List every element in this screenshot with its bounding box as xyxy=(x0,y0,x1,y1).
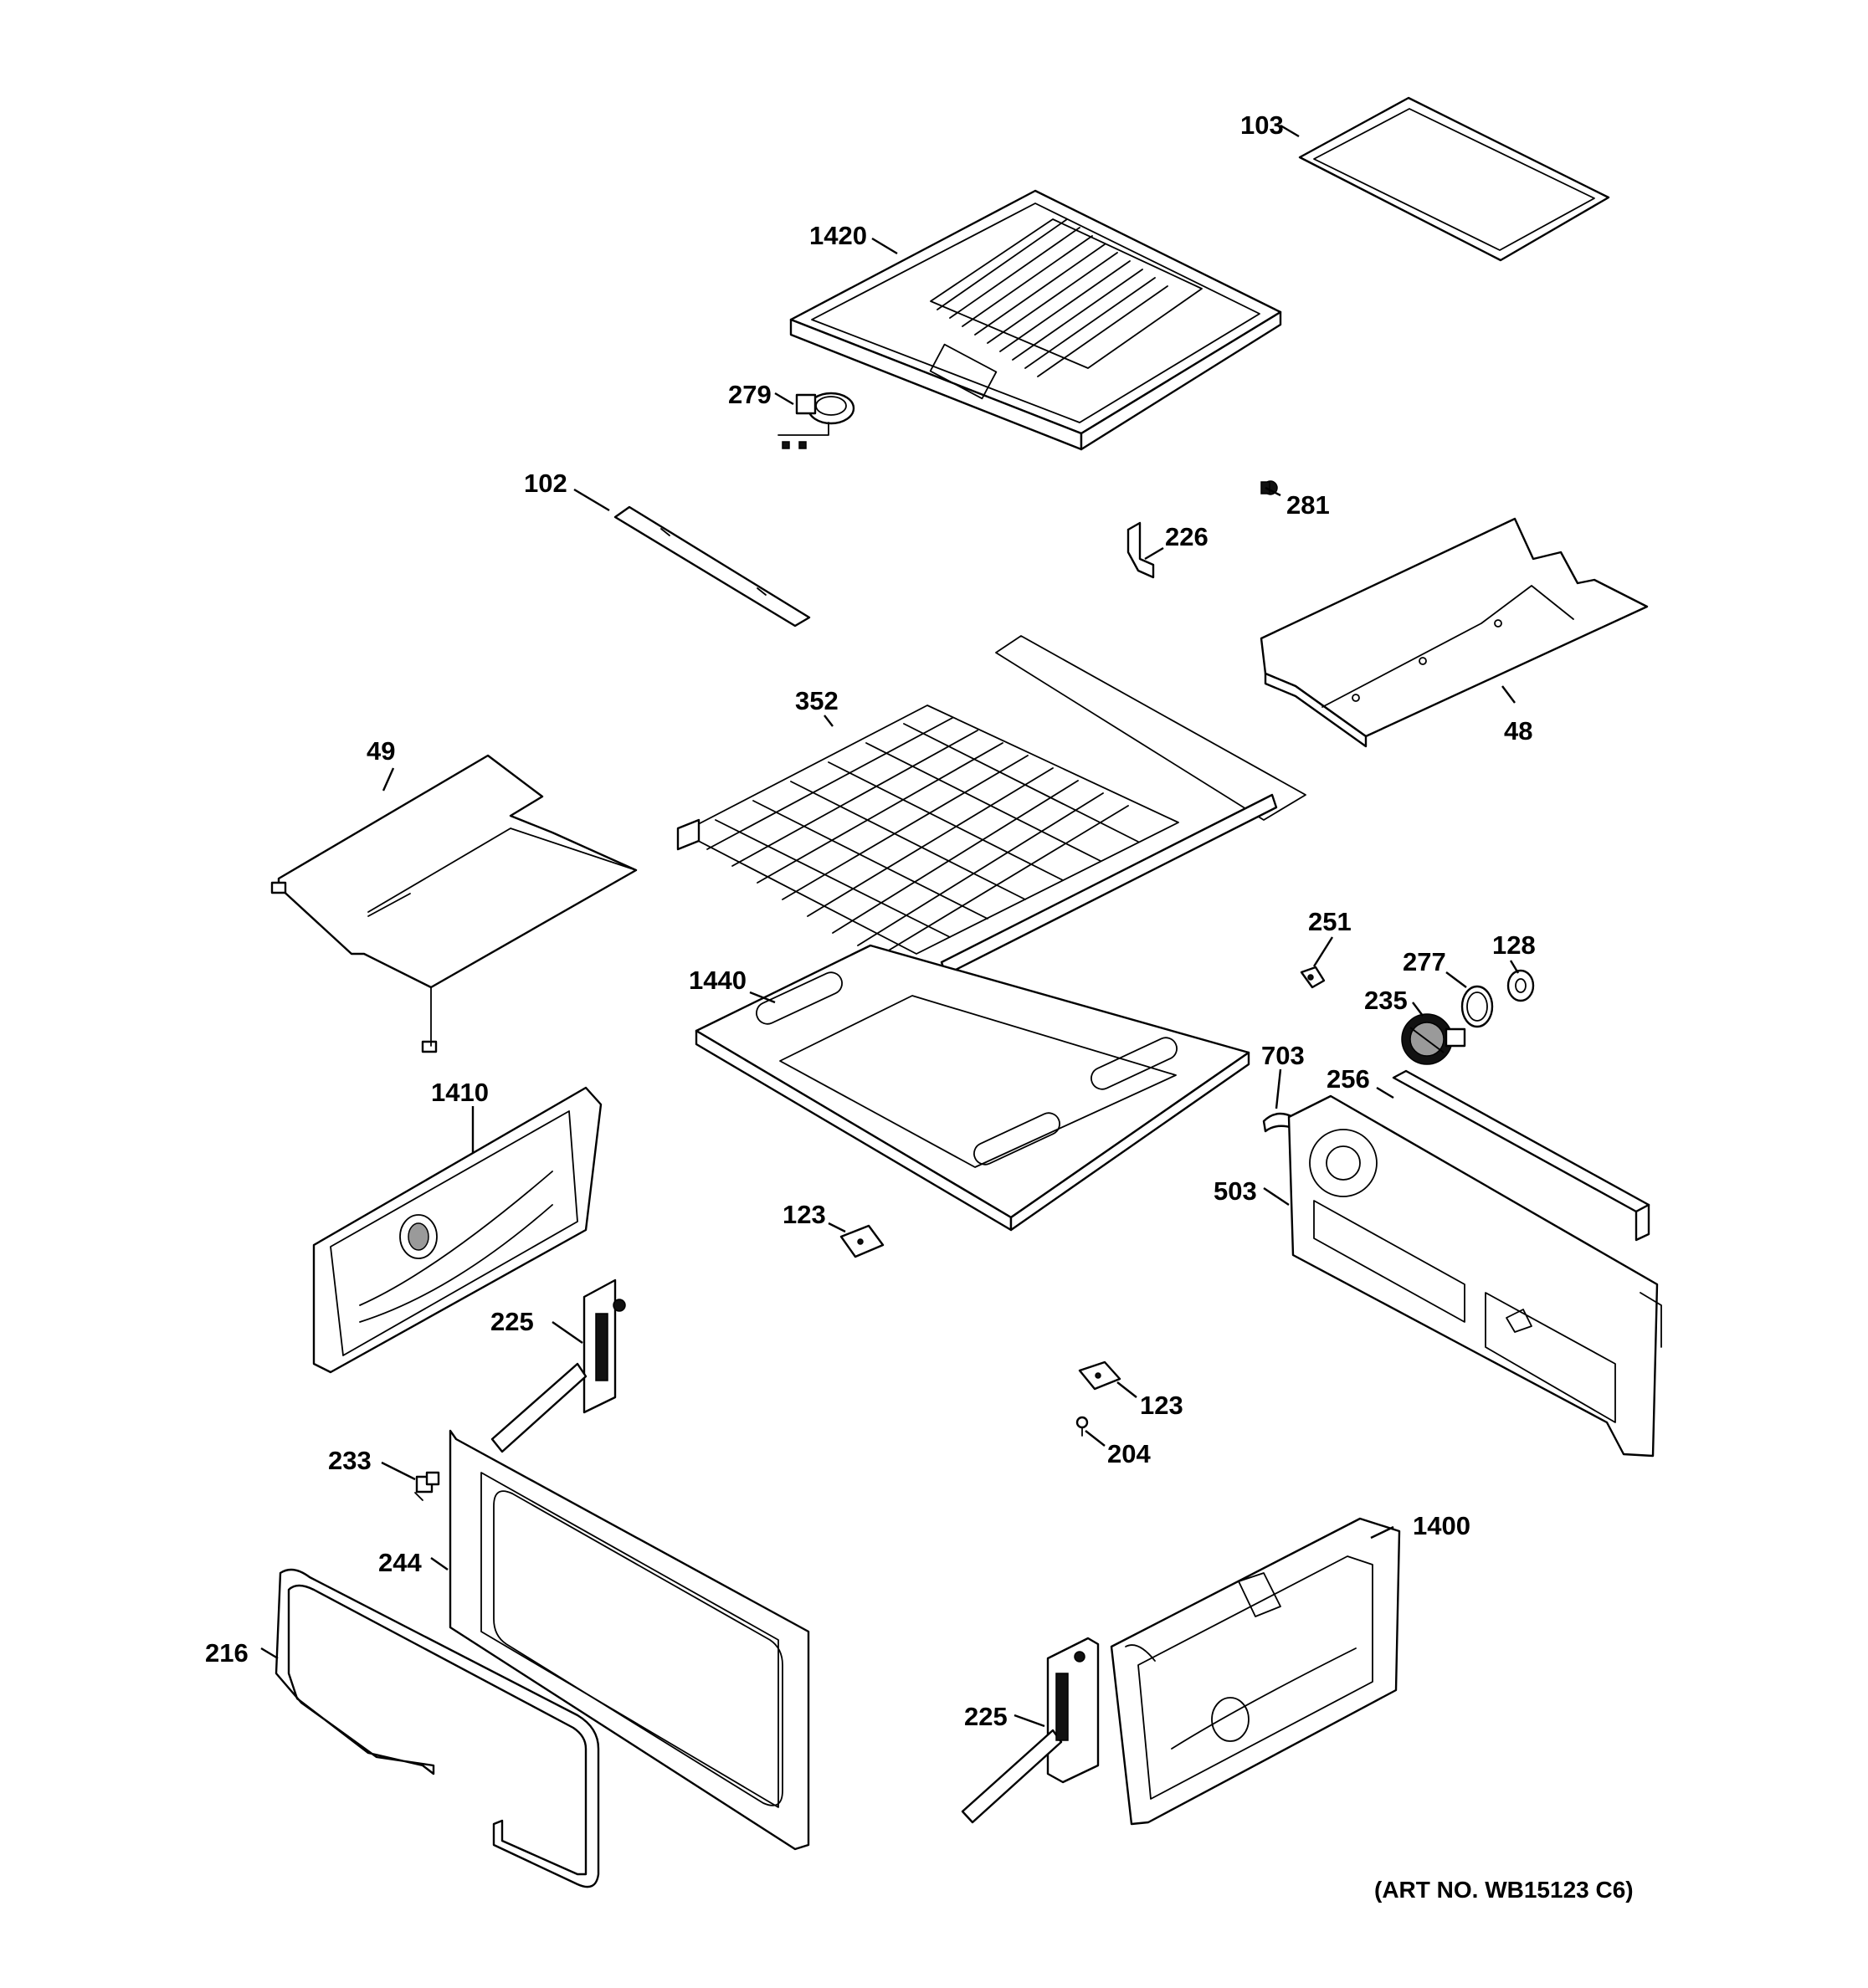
part-123-receptacle-lower[interactable] xyxy=(1078,1360,1121,1391)
callout-256[interactable]: 256 xyxy=(1327,1064,1370,1094)
part-1420-oven-top[interactable] xyxy=(789,189,1282,451)
callout-281[interactable]: 281 xyxy=(1286,490,1330,520)
part-102-trim-strip[interactable] xyxy=(613,505,811,628)
callout-277[interactable]: 277 xyxy=(1403,947,1446,976)
callout-216[interactable]: 216 xyxy=(205,1638,249,1668)
part-256-gasket[interactable] xyxy=(1392,1069,1650,1242)
callout-352[interactable]: 352 xyxy=(795,686,839,715)
callout-244[interactable]: 244 xyxy=(378,1548,422,1577)
part-244-door-frame[interactable] xyxy=(449,1429,810,1851)
part-225-hinge-left[interactable] xyxy=(490,1278,626,1453)
part-235-fan-motor[interactable] xyxy=(1401,1013,1466,1065)
part-233-door-stop[interactable] xyxy=(414,1471,440,1501)
callout-251[interactable]: 251 xyxy=(1308,907,1352,936)
part-1440-oven-bottom[interactable] xyxy=(695,944,1250,1232)
part-277-gasket[interactable] xyxy=(1460,985,1494,1028)
part-352-oven-rack[interactable] xyxy=(676,635,1306,976)
callout-1410[interactable]: 1410 xyxy=(431,1078,489,1107)
part-103-glass-panel[interactable] xyxy=(1298,96,1610,262)
art-number: (ART NO. WB15123 C6) xyxy=(1374,1877,1634,1903)
callout-233[interactable]: 233 xyxy=(328,1446,372,1475)
callout-1420[interactable]: 1420 xyxy=(809,221,867,250)
part-225-hinge-right[interactable] xyxy=(961,1637,1100,1824)
callout-503[interactable]: 503 xyxy=(1214,1176,1257,1206)
part-503-rear-panel[interactable] xyxy=(1287,1094,1662,1458)
part-251-clip[interactable] xyxy=(1300,966,1326,989)
leader-lines xyxy=(260,124,1520,1728)
callout-235[interactable]: 235 xyxy=(1364,986,1408,1015)
part-279-thermostat[interactable] xyxy=(777,392,855,449)
part-204-screw[interactable] xyxy=(1075,1416,1089,1437)
part-49-heat-shield[interactable] xyxy=(270,754,638,1053)
callout-123-upper[interactable]: 123 xyxy=(783,1200,826,1229)
callout-103[interactable]: 103 xyxy=(1240,110,1284,140)
callout-128[interactable]: 128 xyxy=(1492,930,1536,960)
part-48-heat-shield[interactable] xyxy=(1260,517,1649,748)
callout-labels: 103 1420 279 102 281 226 352 49 48 1440 … xyxy=(205,110,1634,1903)
callout-123-lower[interactable]: 123 xyxy=(1140,1391,1183,1420)
callout-49[interactable]: 49 xyxy=(367,736,395,766)
callout-225-left[interactable]: 225 xyxy=(490,1307,534,1336)
callout-279[interactable]: 279 xyxy=(728,380,772,409)
part-226-bracket[interactable] xyxy=(1126,521,1155,579)
callout-1440[interactable]: 1440 xyxy=(689,966,747,995)
part-128-washer[interactable] xyxy=(1506,969,1535,1002)
part-1410-left-panel[interactable] xyxy=(312,1086,603,1374)
part-123-receptacle-upper[interactable] xyxy=(839,1224,885,1258)
callout-225-right[interactable]: 225 xyxy=(964,1702,1008,1731)
part-1400-right-panel[interactable] xyxy=(1110,1517,1401,1826)
callout-703[interactable]: 703 xyxy=(1261,1041,1305,1070)
callout-102[interactable]: 102 xyxy=(524,469,567,498)
callout-204[interactable]: 204 xyxy=(1107,1439,1151,1468)
callout-48[interactable]: 48 xyxy=(1504,716,1532,746)
callout-1400[interactable]: 1400 xyxy=(1413,1511,1470,1540)
callout-226[interactable]: 226 xyxy=(1165,522,1209,551)
part-216-door-gasket[interactable] xyxy=(275,1568,600,1888)
